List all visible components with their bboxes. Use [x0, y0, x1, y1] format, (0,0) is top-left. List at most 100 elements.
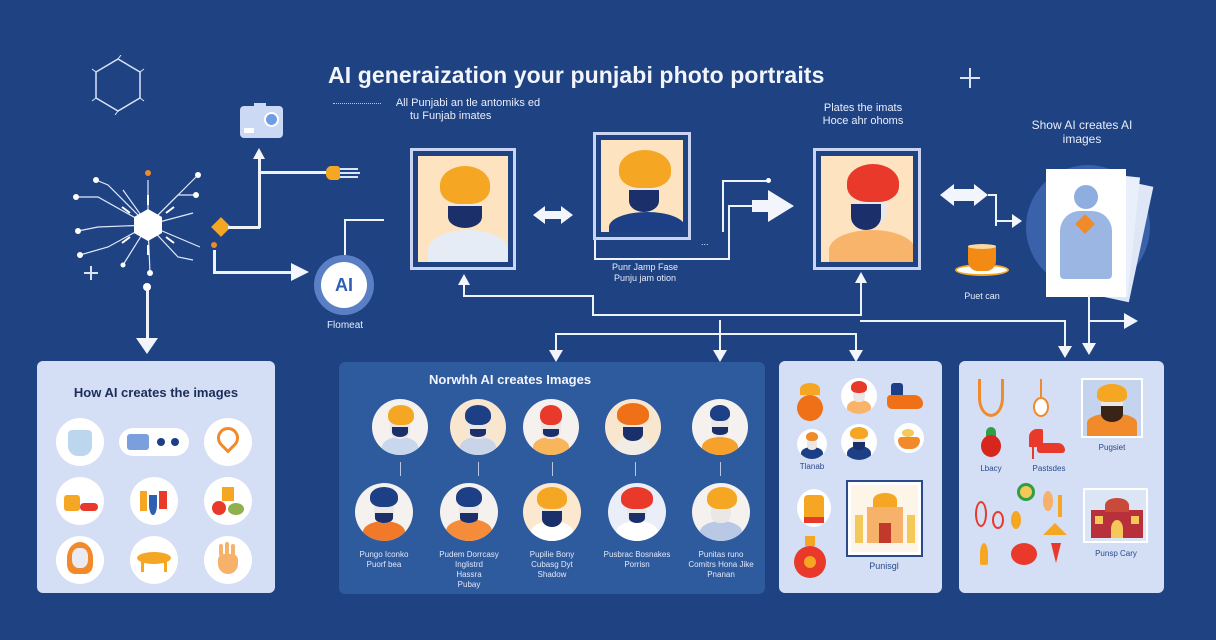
hand-icon	[204, 536, 252, 584]
connector	[344, 219, 384, 221]
palace-image[interactable]	[1083, 488, 1148, 543]
neural-network-icon	[73, 170, 217, 276]
earring-icon	[975, 501, 987, 527]
portrait-avatar[interactable]	[692, 483, 750, 541]
portrait-avatar[interactable]	[523, 399, 579, 455]
portrait-avatar[interactable]	[605, 399, 661, 455]
connector	[594, 240, 596, 260]
portrait-avatar[interactable]	[692, 399, 748, 455]
connector	[1064, 320, 1066, 350]
double-arrow-icon	[940, 184, 988, 206]
portrait-avatar[interactable]	[440, 483, 498, 541]
connector	[988, 194, 996, 196]
connector	[995, 220, 1015, 222]
page-title: AI generaization your punjabi photo port…	[328, 62, 825, 88]
portrait-caption: Pusbrac Bosnakes Porrisn	[603, 550, 671, 569]
connector	[855, 333, 857, 353]
ellipsis: ...	[701, 237, 709, 247]
arrow-down-icon	[1082, 343, 1096, 355]
turban-item-icon	[797, 383, 823, 421]
connector	[635, 462, 636, 476]
arrow-right-icon	[291, 263, 309, 281]
portrait-frame-3[interactable]	[813, 148, 921, 270]
connector	[722, 180, 724, 232]
plus-icon	[84, 266, 98, 280]
portrait-avatar	[841, 378, 877, 414]
toggle-icon[interactable]	[119, 428, 189, 456]
food-icon	[56, 477, 104, 525]
divider	[333, 103, 381, 104]
bottles-icon	[130, 477, 178, 525]
fruits-icon	[204, 477, 252, 525]
hanger-icon	[1043, 523, 1067, 535]
connector	[860, 282, 862, 316]
necklace-icon	[978, 379, 1004, 417]
connector	[722, 180, 768, 182]
connector	[728, 205, 758, 207]
panel-ai-creates-images: Norwhh AI creates Images	[339, 362, 765, 594]
arrow-down-icon	[713, 350, 727, 362]
portrait-image[interactable]	[1081, 378, 1143, 438]
cup-icon	[955, 242, 1009, 278]
table-icon	[130, 536, 178, 584]
portrait-frame-2[interactable]	[593, 132, 691, 240]
portrait-frame-1[interactable]	[410, 148, 516, 270]
connector	[592, 314, 862, 316]
temple-image[interactable]	[846, 480, 923, 557]
plug-icon	[326, 164, 362, 182]
earring-icon	[992, 511, 1004, 529]
drop-icon	[1011, 511, 1021, 529]
portrait-avatar[interactable]	[355, 483, 413, 541]
arrow-down-icon	[136, 338, 158, 354]
connector	[478, 462, 479, 476]
portrait-avatar[interactable]	[450, 399, 506, 455]
connector	[463, 295, 593, 297]
arrow-up-icon	[855, 272, 867, 283]
ai-badge[interactable]: AI	[314, 255, 374, 315]
connector	[400, 462, 401, 476]
ai-badge-caption: Flomeat	[326, 320, 364, 331]
arrow-up-icon	[458, 274, 470, 285]
location-pin-icon	[204, 418, 252, 466]
connector	[720, 462, 721, 476]
portrait-avatar	[841, 424, 877, 460]
connector	[552, 462, 553, 476]
step2-caption: Punr Jamp Fase Punju jam otion	[611, 262, 679, 283]
necklace-icon	[1011, 543, 1037, 565]
arrow-down-icon	[1058, 346, 1072, 358]
item-label: Lbacy	[980, 464, 1002, 473]
item-label: Tlanab	[799, 462, 825, 471]
panel-how-ai-creates: How AI creates the images	[37, 361, 275, 593]
portrait-avatar[interactable]	[523, 483, 581, 541]
arrow-right-icon	[1124, 313, 1138, 329]
portrait-avatar	[797, 429, 827, 459]
connector	[146, 290, 149, 340]
step3-caption: Plates the imats Hoce ahr ohoms	[822, 102, 904, 127]
earring-icon	[1043, 491, 1053, 511]
outfit-icon	[797, 489, 831, 527]
connector	[555, 333, 857, 335]
connector	[228, 226, 260, 229]
portrait-avatar[interactable]	[372, 399, 428, 455]
item-label: Punisgl	[869, 561, 899, 571]
connector	[592, 295, 594, 315]
portrait-caption: Pudem Dorrcasy Inglistrd Hassra Pubay	[439, 550, 499, 589]
spice-jar-icon	[981, 427, 1001, 457]
arrow-down-icon	[849, 350, 863, 362]
connector	[463, 282, 465, 296]
portrait-avatar[interactable]	[608, 483, 666, 541]
arrow-down-icon	[549, 350, 563, 362]
panel-punjab-accessories: Pugsiet Lbacy Pastsdes Punsp Cary	[959, 361, 1164, 593]
portrait-caption: Pupilie Bony Cubasg Dyt Shadow	[529, 550, 575, 579]
pendant-icon	[1017, 483, 1035, 501]
portrait-caption: Punitas runo Comitrs Hona Jike Pnanan	[688, 550, 754, 579]
document-stack-icon[interactable]	[1020, 155, 1160, 303]
earring-icon	[980, 543, 988, 565]
pot-icon	[794, 536, 826, 578]
step1-caption: All Punjabi an tle antomiks ed tu Funjab…	[395, 97, 541, 122]
item-label: Punsp Cary	[1095, 549, 1137, 558]
connector	[260, 171, 328, 174]
connector	[344, 219, 346, 255]
food-bowl-icon	[894, 423, 924, 453]
woman-icon	[56, 536, 104, 584]
